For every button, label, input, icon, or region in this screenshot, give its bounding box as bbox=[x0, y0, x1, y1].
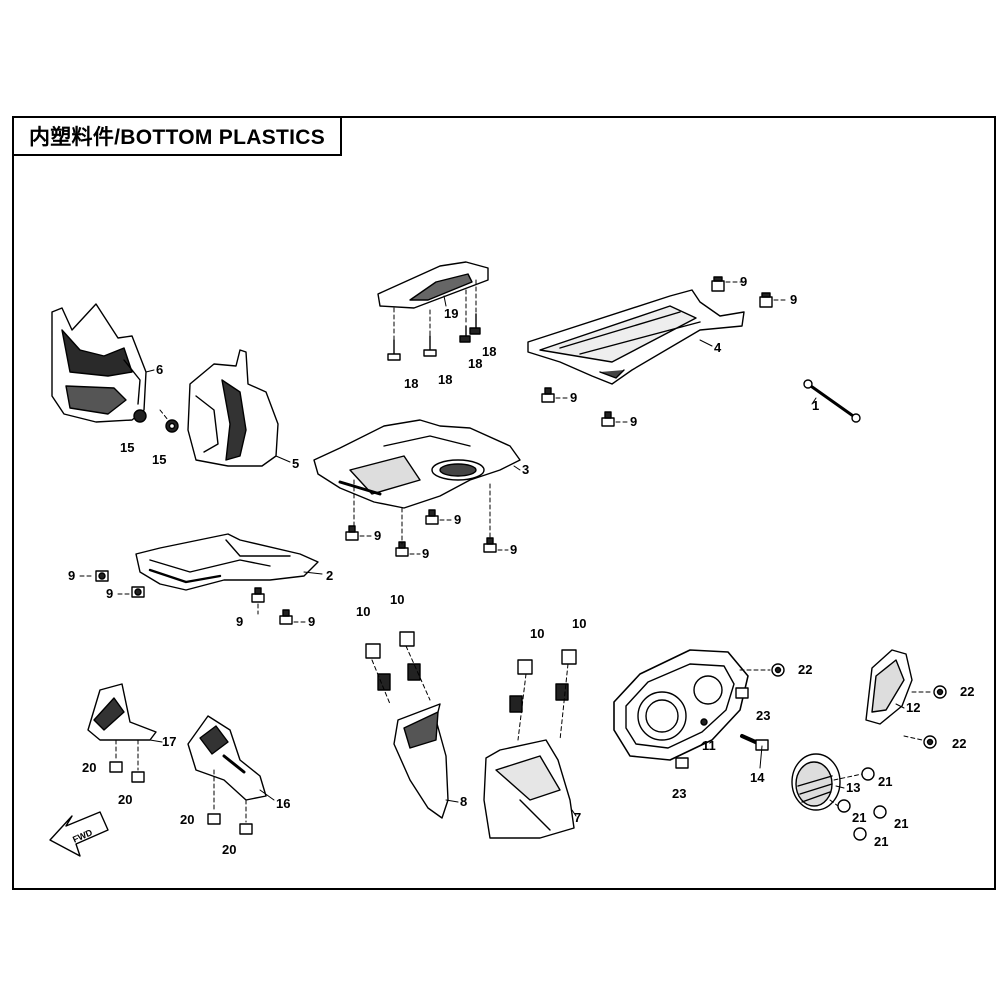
callout-9-h: 9 bbox=[510, 542, 517, 557]
callout-2: 2 bbox=[326, 568, 333, 583]
part-11-cvt-cover bbox=[613, 649, 749, 761]
part-17-guard bbox=[87, 683, 157, 741]
callout-15-a: 15 bbox=[120, 440, 134, 455]
fastener-group-10 bbox=[365, 631, 577, 713]
callout-9-g: 9 bbox=[422, 546, 429, 561]
callout-10-c: 10 bbox=[530, 626, 544, 641]
callout-6: 6 bbox=[156, 362, 163, 377]
callout-20-b: 20 bbox=[118, 792, 132, 807]
part-2-front-skid bbox=[135, 533, 319, 591]
callout-ticks bbox=[145, 295, 905, 817]
callout-14: 14 bbox=[750, 770, 765, 785]
callout-21-b: 21 bbox=[852, 810, 866, 825]
fastener-group-18 bbox=[387, 313, 481, 361]
callout-7: 7 bbox=[574, 810, 581, 825]
callout-3: 3 bbox=[522, 462, 529, 477]
leader-lines bbox=[79, 279, 933, 823]
callout-9-k: 9 bbox=[236, 614, 243, 629]
callout-9-l: 9 bbox=[308, 614, 315, 629]
fwd-arrow-icon bbox=[49, 811, 109, 857]
fastener-group-9 bbox=[95, 276, 773, 625]
callout-9-c: 9 bbox=[570, 390, 577, 405]
callout-20-c: 20 bbox=[180, 812, 194, 827]
callout-9-i: 9 bbox=[68, 568, 75, 583]
callout-5: 5 bbox=[292, 456, 299, 471]
callout-22-b: 22 bbox=[960, 684, 974, 699]
callout-19: 19 bbox=[444, 306, 458, 321]
part-19-bracket bbox=[377, 261, 489, 309]
callout-9-a: 9 bbox=[740, 274, 747, 289]
fastener-group-misc bbox=[675, 663, 947, 841]
callout-21-a: 21 bbox=[878, 774, 892, 789]
callout-18-a: 18 bbox=[404, 376, 418, 391]
part-8-panel bbox=[393, 703, 449, 819]
part-12-cover bbox=[865, 649, 913, 725]
callout-8: 8 bbox=[460, 794, 467, 809]
callout-21-c: 21 bbox=[894, 816, 908, 831]
part-4-skid-plate bbox=[527, 289, 745, 385]
callout-9-j: 9 bbox=[106, 586, 113, 601]
callout-10-a: 10 bbox=[356, 604, 370, 619]
callout-15-b: 15 bbox=[152, 452, 166, 467]
callout-18-d: 18 bbox=[482, 344, 496, 359]
callout-18-c: 18 bbox=[468, 356, 482, 371]
callout-18-b: 18 bbox=[438, 372, 452, 387]
callout-20-d: 20 bbox=[222, 842, 236, 857]
part-5-guard bbox=[187, 349, 279, 467]
callout-labels: 1 2 3 4 5 6 7 8 9 9 9 9 9 9 9 9 9 9 9 9 … bbox=[68, 274, 974, 857]
callout-11: 11 bbox=[702, 738, 716, 753]
callout-13: 13 bbox=[846, 780, 860, 795]
part-3-skid-plate bbox=[313, 419, 521, 509]
callout-9-d: 9 bbox=[630, 414, 637, 429]
part-6-guard bbox=[51, 303, 147, 423]
part-16-guard bbox=[187, 715, 267, 801]
callout-10-d: 10 bbox=[572, 616, 586, 631]
callout-20-a: 20 bbox=[82, 760, 96, 775]
callout-23-a: 23 bbox=[756, 708, 770, 723]
callout-22-a: 22 bbox=[798, 662, 812, 677]
callout-10-b: 10 bbox=[390, 592, 404, 607]
callout-9-b: 9 bbox=[790, 292, 797, 307]
fastener-group-20 bbox=[109, 761, 253, 835]
callout-9-f: 9 bbox=[454, 512, 461, 527]
part-1-rod bbox=[803, 379, 861, 423]
part-13-cover bbox=[791, 753, 841, 811]
callout-23-b: 23 bbox=[672, 786, 686, 801]
callout-9-e: 9 bbox=[374, 528, 381, 543]
diagram-frame bbox=[12, 116, 996, 890]
callout-17: 17 bbox=[162, 734, 176, 749]
part-7-panel bbox=[483, 739, 575, 839]
callout-12: 12 bbox=[906, 700, 920, 715]
callout-21-d: 21 bbox=[874, 834, 888, 849]
callout-4: 4 bbox=[714, 340, 722, 355]
callout-1: 1 bbox=[812, 398, 819, 413]
callout-16: 16 bbox=[276, 796, 290, 811]
part-15-washers bbox=[133, 409, 179, 433]
callout-22-c: 22 bbox=[952, 736, 966, 751]
diagram-title: 内塑料件/BOTTOM PLASTICS bbox=[12, 116, 342, 156]
